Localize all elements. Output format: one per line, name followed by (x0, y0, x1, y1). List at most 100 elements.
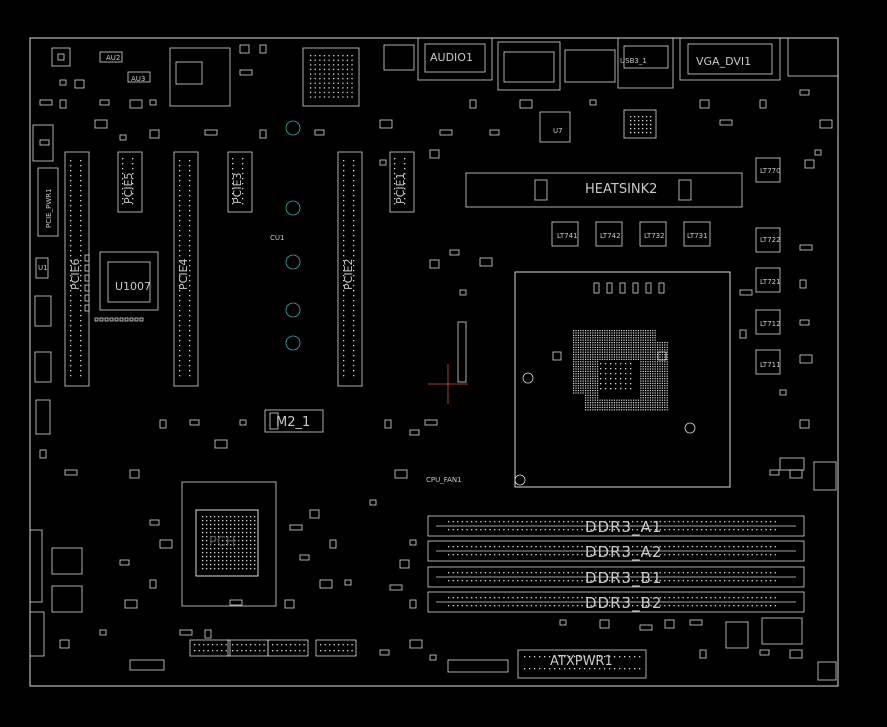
land-pad (654, 337, 656, 339)
land-pad (633, 351, 635, 353)
pin-pad (673, 580, 675, 582)
land-pad (652, 380, 654, 382)
land-pad (654, 346, 656, 348)
land-pad (575, 334, 577, 336)
land-pad (661, 356, 663, 358)
pin-pad (132, 183, 134, 185)
pin-pad (343, 170, 345, 172)
land-pad (589, 366, 591, 368)
land-pad (645, 404, 647, 406)
pin-pad (337, 55, 339, 57)
pin-pad (760, 597, 763, 599)
pin-pad (179, 270, 181, 272)
pin-pad (319, 68, 321, 71)
pin-pad (638, 116, 640, 118)
pin-pad (526, 529, 528, 531)
pin-pad (189, 180, 191, 182)
pin-pad (457, 554, 459, 556)
land-pad (621, 332, 623, 334)
land-pad (652, 351, 654, 353)
land-pad (664, 409, 666, 411)
pin-pad (774, 521, 776, 523)
pin-pad (494, 605, 496, 607)
land-pad (664, 394, 666, 396)
land-pad (611, 337, 613, 339)
land-pad (609, 354, 611, 356)
pin-pad (343, 205, 345, 207)
land-pad (633, 402, 635, 404)
pin-pad (613, 546, 615, 548)
pin-pad (343, 370, 345, 372)
pin-pad (605, 388, 607, 390)
pin-pad (544, 554, 546, 556)
pin-pad (246, 544, 248, 546)
vga-dvi-inner (687, 43, 773, 75)
land-pad (645, 380, 647, 382)
pin-pad (615, 383, 617, 385)
pin-pad (599, 572, 602, 574)
pin-pad (569, 668, 571, 670)
pin-pad (664, 521, 666, 523)
pin-pad (179, 330, 181, 332)
pin-pad (563, 529, 565, 531)
pin-pad (70, 255, 72, 257)
passive-component (189, 419, 200, 426)
pin-pad (630, 383, 632, 385)
pin-pad (594, 656, 596, 658)
pin-pad (540, 597, 542, 599)
pin-pad (353, 345, 355, 347)
land-pad (606, 349, 608, 351)
land-pad (649, 363, 651, 365)
land-pad (577, 373, 579, 375)
pin-pad (294, 644, 296, 646)
pin-pad (599, 597, 602, 599)
pin-pad (705, 597, 707, 599)
land-pad (597, 342, 599, 344)
land-pad (573, 349, 575, 351)
pin-pad (70, 280, 72, 282)
land-pad (640, 354, 642, 356)
pin-pad (328, 96, 330, 98)
land-pad (613, 334, 615, 336)
pin-pad (347, 650, 349, 652)
pin-pad (765, 597, 767, 599)
passive-pad (84, 274, 90, 282)
land-pad (594, 342, 596, 344)
land-pad (589, 339, 591, 341)
pin-pad (733, 529, 735, 531)
pin-pad (238, 532, 240, 534)
land-pad (587, 337, 589, 339)
pin-pad (179, 255, 181, 257)
land-pad (661, 404, 663, 406)
cpu-socket-hole-3 (514, 474, 526, 486)
land-pad (657, 361, 659, 363)
land-pad (642, 404, 644, 406)
pin-pad (206, 564, 208, 566)
pin-pad (638, 132, 640, 134)
land-pad (585, 380, 587, 382)
pin-pad (242, 528, 244, 530)
pin-pad (650, 128, 652, 130)
land-pad (592, 382, 594, 384)
pin-pad (714, 572, 717, 574)
pin-pad (323, 91, 326, 94)
land-pad (601, 409, 603, 411)
land-pad (659, 344, 661, 346)
pin-pad (70, 205, 72, 207)
land-pad (592, 373, 594, 375)
pin-pad (567, 529, 569, 531)
land-pad (654, 330, 656, 332)
land-pad (642, 332, 644, 334)
pin-pad (343, 230, 345, 232)
land-pad (601, 402, 603, 404)
land-pad (652, 397, 654, 399)
land-pad (661, 370, 663, 372)
passive-component (799, 319, 810, 326)
land-pad (577, 370, 579, 372)
land-pad (654, 370, 656, 372)
pin-pad (337, 68, 339, 71)
land-pad (645, 356, 647, 358)
land-pad (611, 334, 613, 336)
land-pad (628, 402, 630, 404)
land-pad (616, 334, 618, 336)
